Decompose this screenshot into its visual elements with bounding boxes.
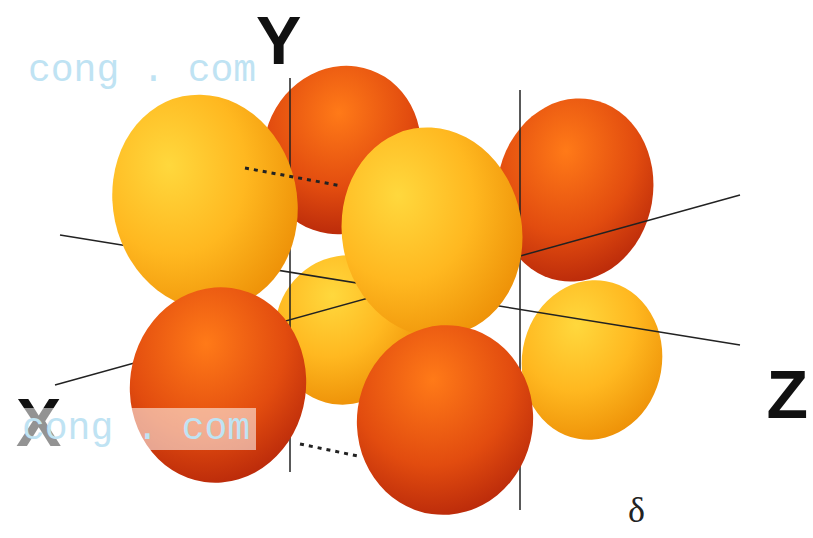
bond-symbol: δ [628,492,645,528]
overlap-dots [300,444,358,456]
overlap-dots [245,168,342,186]
axis-label: Z [766,360,808,428]
orbital-lobe [325,113,539,351]
watermark: cong . com [16,408,256,450]
orbital-lobe [117,276,319,495]
axis-label: Y [256,6,301,74]
orbital-lobe [345,314,546,527]
orbital-lobe [509,269,675,451]
watermark: cong . com [22,50,262,92]
